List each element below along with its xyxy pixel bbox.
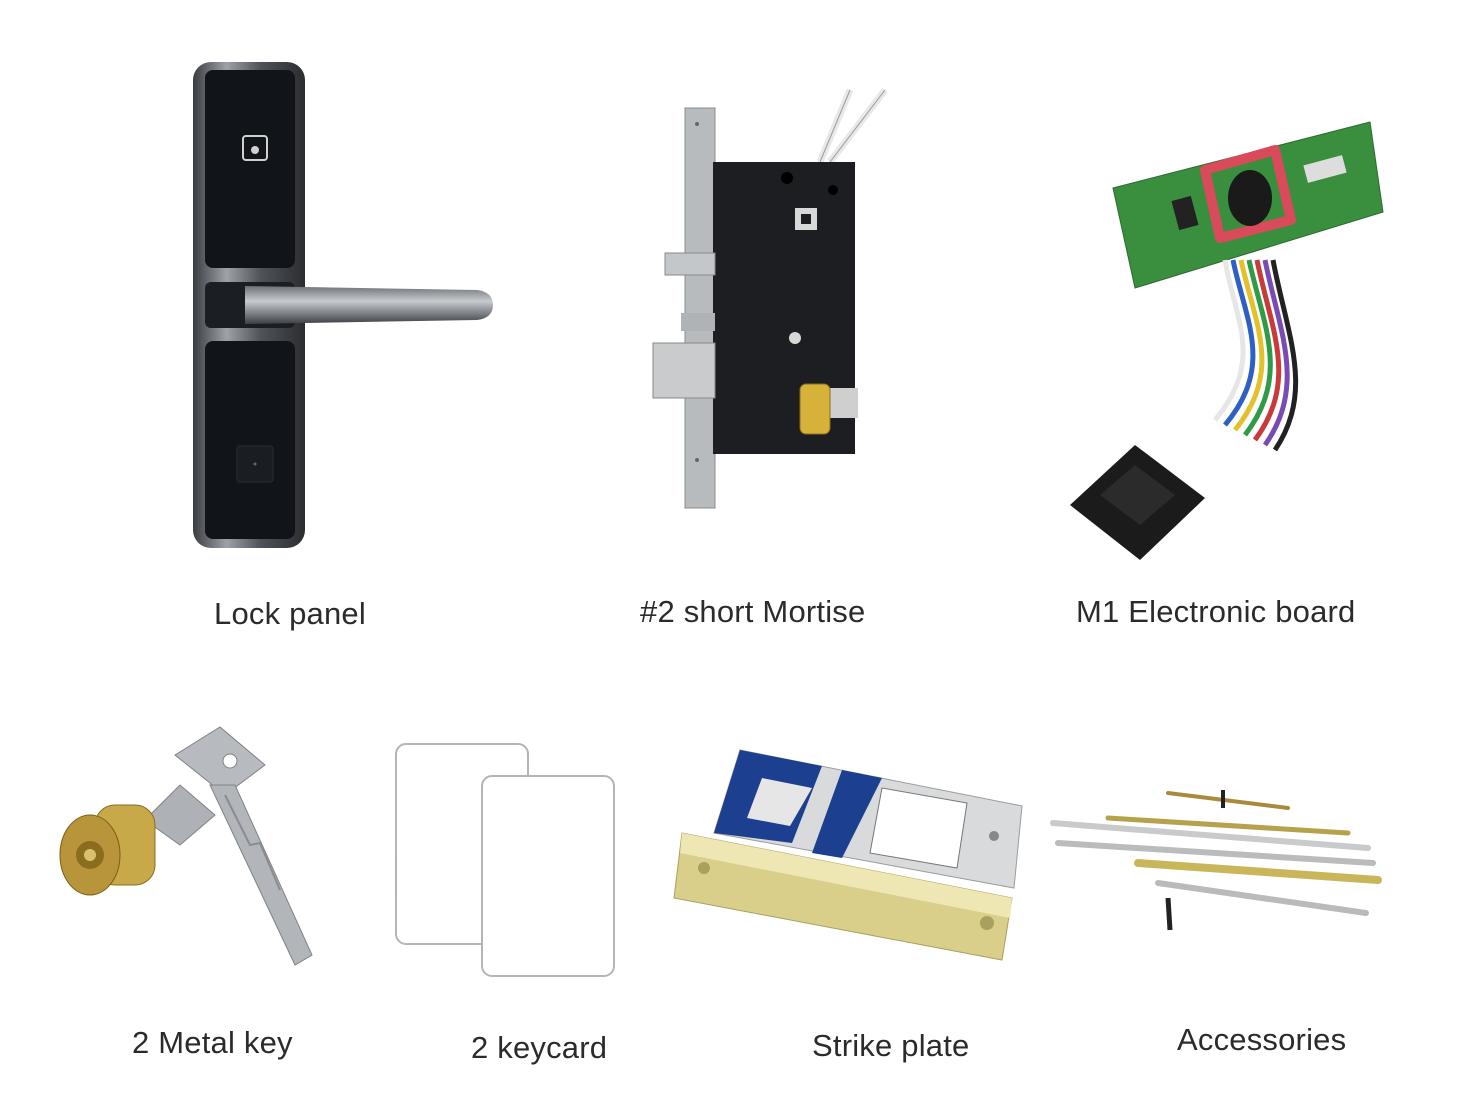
strike-plate-label: Strike plate — [812, 1028, 970, 1063]
metal-key-label: 2 Metal key — [132, 1025, 293, 1060]
keycard-label: 2 keycard — [471, 1030, 608, 1065]
electronic-board-label: M1 Electronic board — [1076, 594, 1356, 629]
lock-panel-label: Lock panel — [214, 596, 366, 631]
mortise-image — [652, 87, 888, 509]
strike-plate-image — [673, 749, 1023, 961]
accessories-label: Accessories — [1177, 1022, 1347, 1057]
keycard-image — [395, 743, 615, 977]
electronic-board-image — [1070, 121, 1384, 560]
mortise-label: #2 short Mortise — [640, 594, 866, 629]
lock-panel-image — [193, 62, 493, 548]
accessories-image — [1050, 790, 1382, 931]
metal-key-image — [59, 726, 313, 966]
